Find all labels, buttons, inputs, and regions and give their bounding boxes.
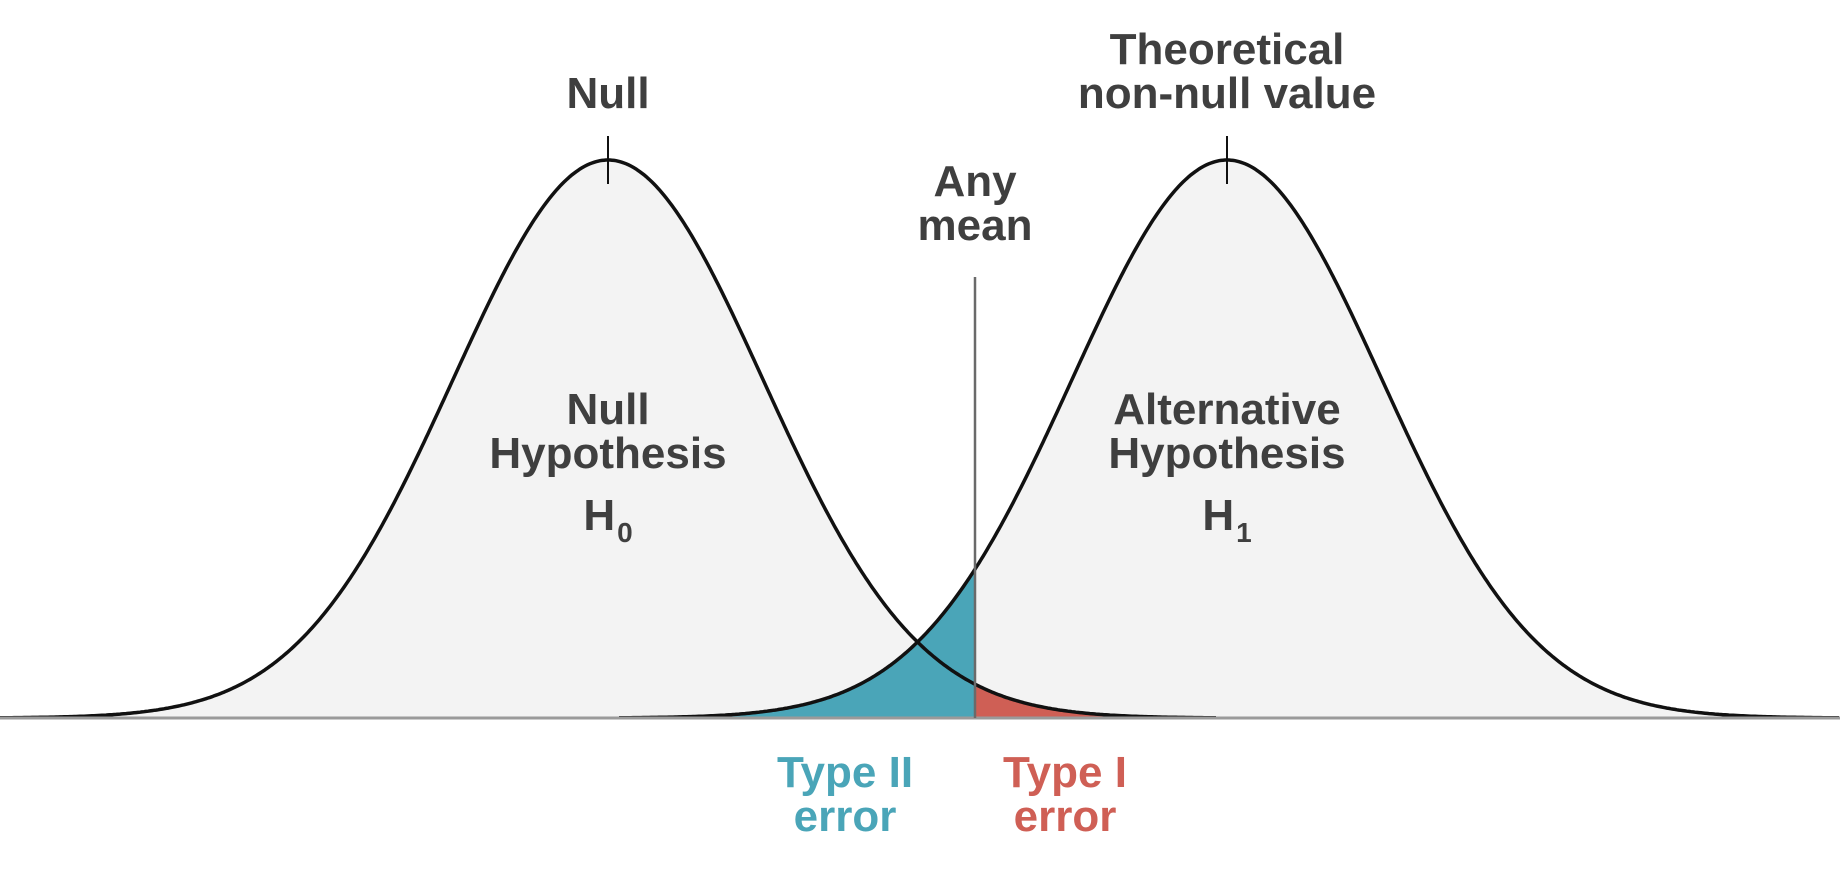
type-i-error-label-line1: Type I [1003,748,1127,797]
non-null-value-label: non-null value [1078,69,1376,118]
theoretical-label: Theoretical [1110,25,1345,74]
type-ii-error-label-line1: Type II [777,748,913,797]
type-ii-error-region [619,569,975,718]
type-i-error-label-line2: error [1014,792,1117,841]
any-mean-label-line1: Any [933,157,1017,206]
any-mean-label-line2: mean [918,201,1033,250]
alt-symbol-subscript: 1 [1236,517,1252,548]
null-hypothesis-symbol: H0 [583,491,632,548]
alt-hypothesis-label-line2: Hypothesis [1108,429,1345,478]
alternative-distribution-curve [619,158,1839,720]
null-distribution-fill [0,160,1216,718]
alt-hypothesis-label-line1: Alternative [1113,385,1340,434]
null-symbol-h: H [583,491,615,540]
alternative-distribution-fill [619,160,1839,718]
null-peak-label: Null [566,69,649,118]
type-ii-error-label-line2: error [794,792,897,841]
null-hypothesis-label-line1: Null [566,385,649,434]
alt-symbol-h: H [1202,491,1234,540]
null-symbol-subscript: 0 [617,517,633,548]
null-hypothesis-label-line2: Hypothesis [489,429,726,478]
alt-hypothesis-symbol: H1 [1202,491,1251,548]
type-i-error-region [975,684,1216,718]
